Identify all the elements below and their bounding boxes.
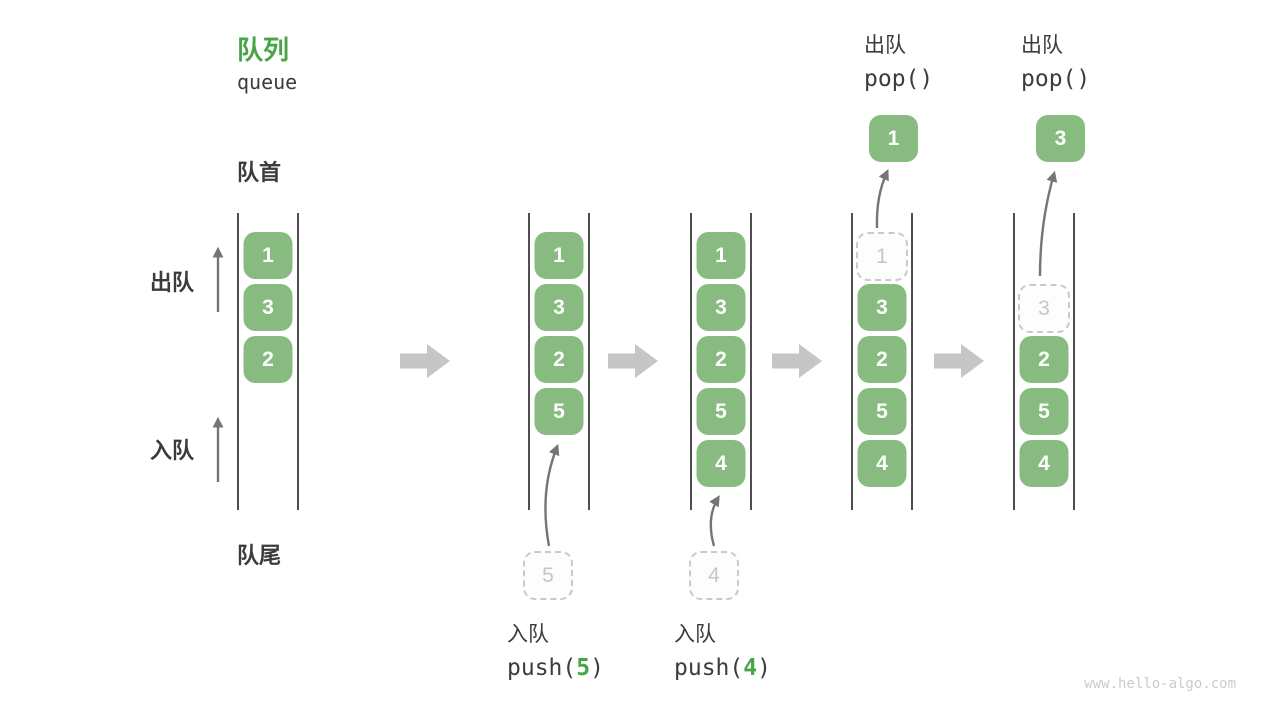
incoming-value-4: 4 — [689, 551, 739, 600]
push5-label-code: push(5) — [507, 653, 604, 683]
next-step-arrow-1 — [400, 344, 450, 378]
queue-item: 1 — [696, 232, 746, 279]
push4-code-arg: 4 — [743, 655, 758, 681]
queue-item: 3 — [534, 284, 584, 331]
pop2-label-zh: 出队 — [1021, 34, 1063, 57]
queue-state-1: 1 3 2 — [237, 213, 299, 510]
queue-item: 3 — [243, 284, 293, 331]
diagram-title-zh: 队列 — [237, 35, 290, 65]
queue-item: 4 — [696, 440, 746, 487]
pop2-label-code: pop() — [1021, 66, 1091, 92]
push4-label-zh: 入队 — [674, 623, 716, 646]
next-step-arrow-4 — [934, 344, 984, 378]
next-step-arrow-3 — [772, 344, 822, 378]
queue-item: 2 — [243, 336, 293, 383]
push5-code-arg: 5 — [576, 655, 591, 681]
queue-item: 5 — [1019, 388, 1069, 435]
pop1-label-zh: 出队 — [864, 34, 906, 57]
pop1-label-code: pop() — [864, 66, 934, 92]
push4-code-after: ) — [757, 655, 771, 681]
queue-item: 4 — [1019, 440, 1069, 487]
removed-item-ghost: 3 — [1018, 284, 1070, 333]
queue-state-2: 1 3 2 5 — [528, 213, 590, 510]
queue-item: 2 — [857, 336, 907, 383]
push5-label: 入队 push(5) — [507, 620, 604, 683]
diagram-title-en: queue — [237, 70, 298, 94]
queue-item: 2 — [696, 336, 746, 383]
queue-state-5: 3 2 5 4 — [1013, 213, 1075, 510]
queue-item: 5 — [534, 388, 584, 435]
removed-item-ghost: 1 — [856, 232, 908, 281]
label-enqueue-side: 入队 — [150, 438, 195, 463]
push4-code-before: push( — [674, 655, 744, 681]
next-step-arrow-2 — [608, 344, 658, 378]
popped-value-1: 1 — [869, 115, 918, 162]
queue-item: 3 — [857, 284, 907, 331]
queue-item: 1 — [243, 232, 293, 279]
pop2-label: 出队 pop() — [1021, 31, 1090, 94]
label-dequeue-side: 出队 — [150, 270, 195, 295]
queue-state-4: 1 3 2 5 4 — [851, 213, 913, 510]
pop1-label: 出队 pop() — [864, 31, 933, 94]
incoming-value-5: 5 — [523, 551, 573, 600]
push4-label: 入队 push(4) — [674, 620, 771, 683]
queue-item: 4 — [857, 440, 907, 487]
queue-item: 2 — [1019, 336, 1069, 383]
queue-item: 5 — [857, 388, 907, 435]
push5-code-after: ) — [590, 655, 604, 681]
label-queue-front: 队首 — [237, 160, 282, 185]
queue-item: 1 — [534, 232, 584, 279]
queue-item: 5 — [696, 388, 746, 435]
push5-code-before: push( — [507, 655, 577, 681]
push5-label-zh: 入队 — [507, 623, 549, 646]
queue-state-3: 1 3 2 5 4 — [690, 213, 752, 510]
watermark: www.hello-algo.com — [1084, 676, 1236, 692]
push4-label-code: push(4) — [674, 653, 771, 683]
queue-item: 3 — [696, 284, 746, 331]
popped-value-3: 3 — [1036, 115, 1085, 162]
label-queue-rear: 队尾 — [237, 543, 282, 568]
queue-item: 2 — [534, 336, 584, 383]
